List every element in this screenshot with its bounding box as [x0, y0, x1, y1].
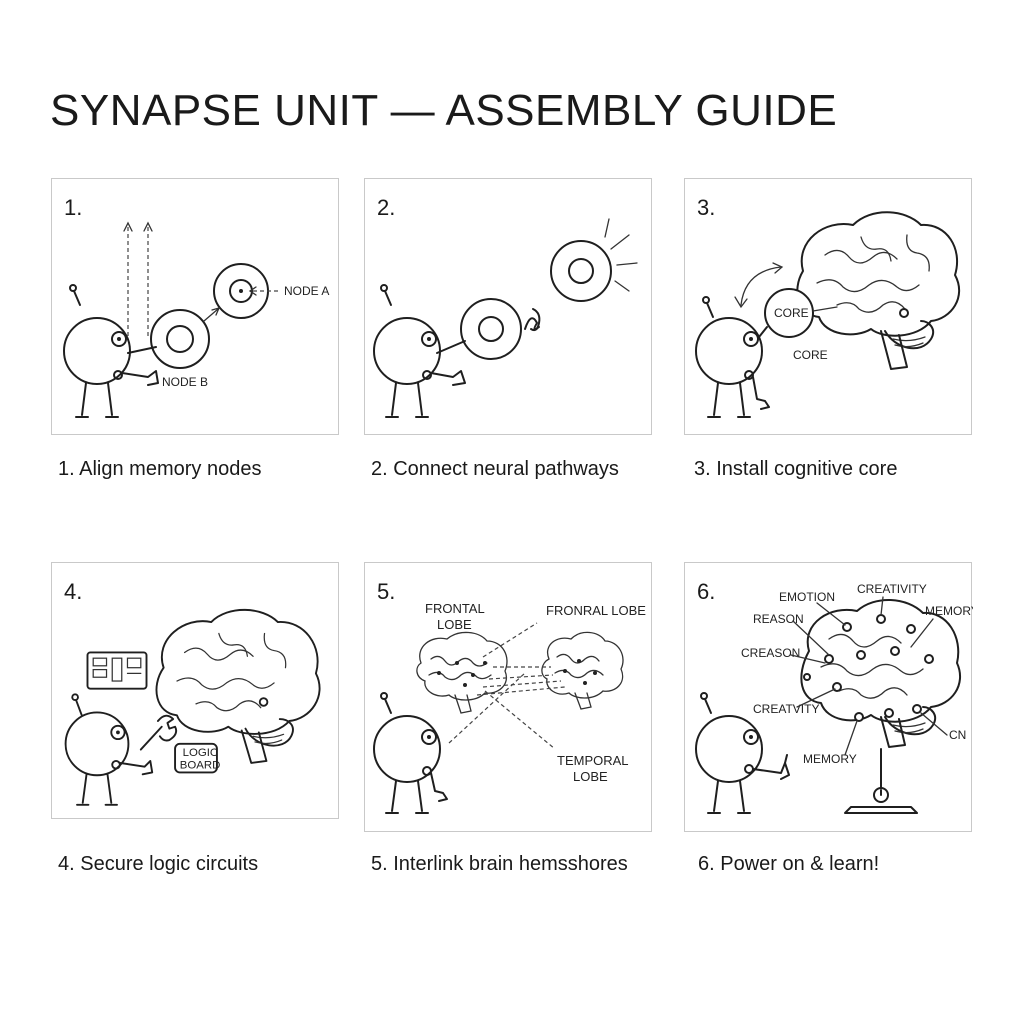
step-2-illustration [373, 218, 638, 418]
creason-label: CREASON [741, 646, 800, 660]
step-5-caption: 5. Interlink brain hemsshores [371, 853, 628, 875]
node-b-label: NODE B [162, 375, 208, 389]
step-4-caption: 4. Secure logic circuits [58, 853, 259, 875]
temporal-label-2: LOBE [573, 769, 608, 784]
creativity-top-label: CREATIVITY [857, 582, 927, 596]
core-text-label: CORE [793, 348, 828, 362]
brain-icon [155, 608, 321, 764]
frontal-label-1: FRONTAL [425, 601, 485, 616]
step-6-number: 6. [697, 579, 716, 604]
step-4-panel: LOGIC BOARD 4. [51, 562, 339, 819]
step-6-panel: EMOTION CREATIVITY MEMORY REASON CREASON… [684, 562, 973, 832]
brain-icon [800, 598, 962, 748]
emotion-label: EMOTION [779, 590, 835, 604]
step-5-number: 5. [377, 579, 396, 604]
step-2-number: 2. [377, 195, 396, 220]
step-4-illustration: LOGIC BOARD [64, 608, 321, 806]
fronral-lobe-label: FRONRAL LOBE [546, 603, 646, 618]
step-5-illustration: FRONTAL LOBE FRONRAL LOBE TEMPORAL LOBE [373, 601, 646, 814]
robot-icon [695, 296, 770, 418]
step-3-number: 3. [697, 195, 716, 220]
creatvity-label: CREATVITY [753, 702, 819, 716]
guide-title: SYNAPSE UNIT — ASSEMBLY GUIDE [50, 86, 838, 135]
robot-icon [63, 284, 159, 418]
logic-board-label-2: BOARD [180, 760, 221, 772]
power-stand-icon [844, 748, 918, 814]
step-1-illustration: NODE A NODE B [63, 221, 329, 418]
frontal-label-2: LOBE [437, 617, 472, 632]
logic-board-label-1: LOGIC [183, 747, 219, 759]
step-1-number: 1. [64, 195, 83, 220]
wrench-icon [139, 714, 178, 751]
robot-icon [64, 693, 154, 806]
cn-label: CN [949, 728, 966, 742]
step-5-panel: FRONTAL LOBE FRONRAL LOBE TEMPORAL LOBE [364, 562, 652, 832]
step-6-illustration: EMOTION CREATIVITY MEMORY REASON CREASON… [695, 582, 973, 814]
memory-bottom-label: MEMORY [803, 752, 857, 766]
step-3-illustration: CORE CORE [695, 211, 961, 418]
step-1-caption: 1. Align memory nodes [58, 458, 262, 480]
core-ring-label: CORE [774, 306, 809, 320]
step-6-caption: 6. Power on & learn! [698, 853, 880, 875]
brain-icon [796, 211, 961, 370]
reason-label: REASON [753, 612, 804, 626]
temporal-label-1: TEMPORAL [557, 753, 629, 768]
brain-icon-left [416, 631, 508, 714]
robot-icon [695, 692, 790, 814]
brain-icon-right [541, 631, 624, 710]
robot-icon [373, 284, 466, 418]
step-3-panel: CORE CORE 3. [684, 178, 972, 435]
step-2-caption: 2. Connect neural pathways [371, 458, 619, 480]
robot-icon [373, 692, 448, 814]
step-3-caption: 3. Install cognitive core [694, 458, 898, 480]
memory-top-label: MEMORY [925, 604, 973, 618]
step-2-panel: 2. [364, 178, 652, 435]
circuit-board-icon [86, 651, 148, 690]
node-a-label: NODE A [284, 284, 329, 298]
step-4-number: 4. [64, 579, 83, 604]
step-1-panel: NODE A NODE B 1. [51, 178, 339, 435]
